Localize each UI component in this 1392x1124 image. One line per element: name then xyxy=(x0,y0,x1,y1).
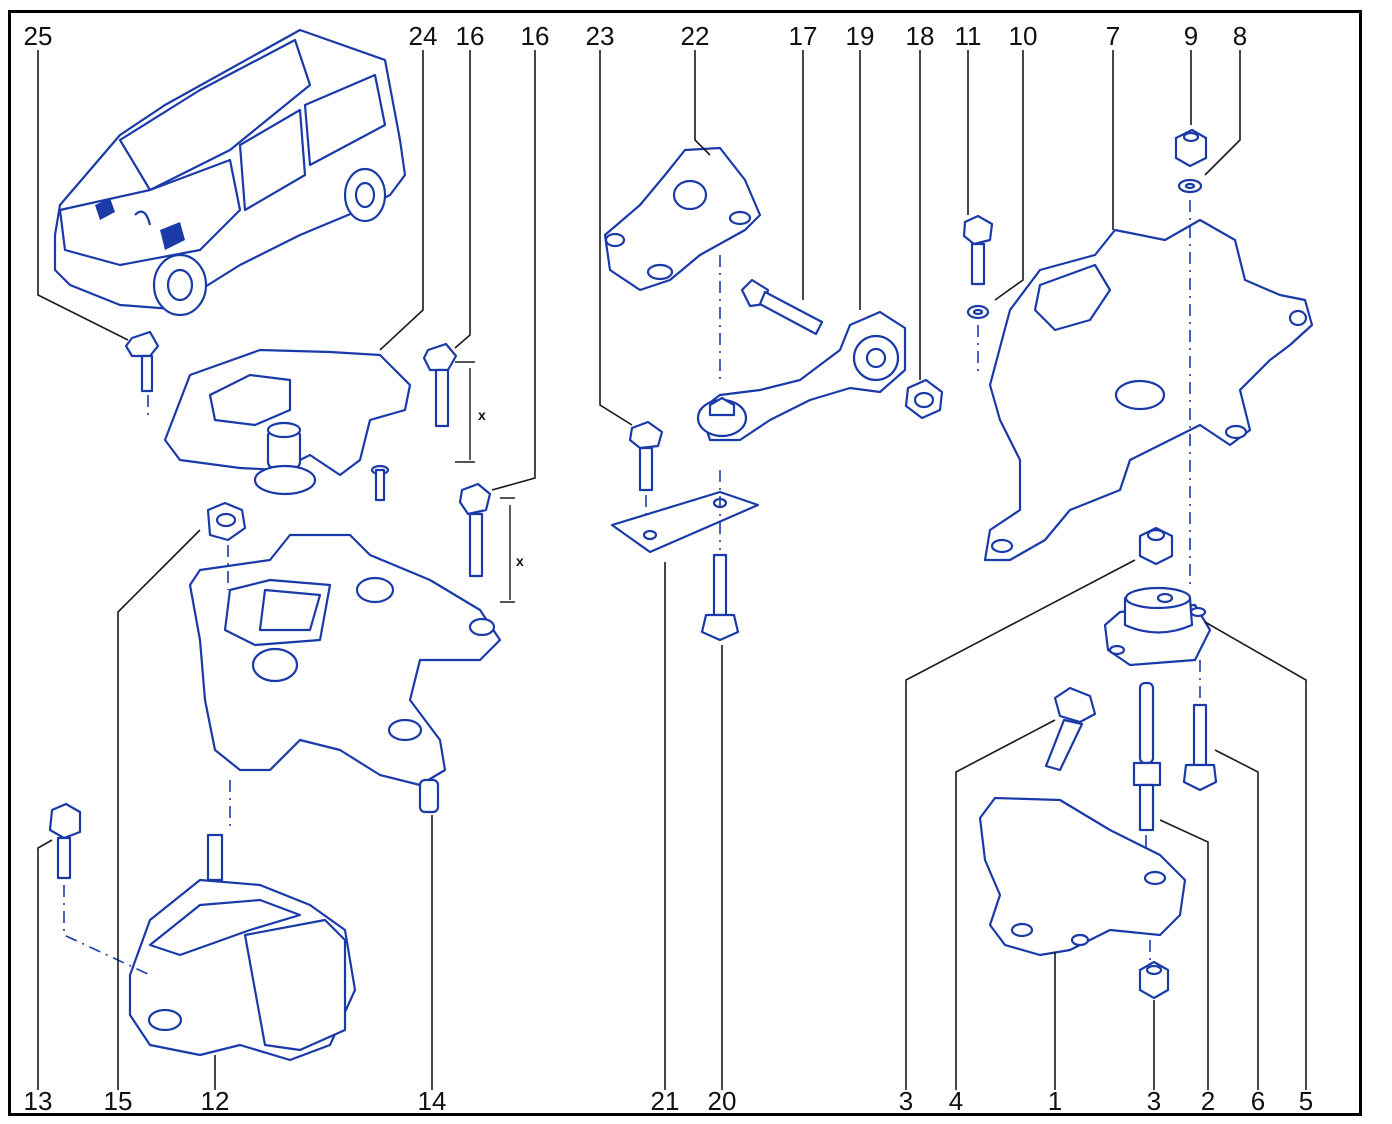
part-19-torque-rod xyxy=(696,310,907,442)
callout-13: 13 xyxy=(24,1086,53,1116)
callout-4: 4 xyxy=(949,1086,963,1116)
callout-24: 24 xyxy=(409,21,438,51)
callouts-bottom: 13 15 12 14 21 20 3 4 1 3 2 6 5 xyxy=(24,1086,1314,1116)
callout-16: 16 xyxy=(521,21,550,51)
dimension-x-lower: x xyxy=(516,553,524,569)
callout-19: 19 xyxy=(846,21,875,51)
callout-14: 14 xyxy=(418,1086,447,1116)
callout-23: 23 xyxy=(586,21,615,51)
part-14-engine-mount xyxy=(188,533,502,830)
part-5-rubber-pad xyxy=(1103,586,1212,667)
bolt-25 xyxy=(124,330,160,415)
callout-12: 12 xyxy=(201,1086,230,1116)
part-1-bracket xyxy=(978,796,1187,965)
bolt-13 xyxy=(48,802,151,976)
callout-18: 18 xyxy=(906,21,935,51)
part-22-bracket xyxy=(603,146,762,380)
callouts-top: 25 24 16 16 23 22 17 19 18 11 10 7 9 8 xyxy=(24,21,1248,51)
dimension-x-upper: x xyxy=(478,407,486,423)
callout-5: 5 xyxy=(1299,1086,1313,1116)
bolt-16-upper: x xyxy=(422,342,486,463)
callout-11: 11 xyxy=(955,21,982,51)
nut-18 xyxy=(904,378,944,420)
washer-10 xyxy=(966,304,990,375)
nut-9 xyxy=(1174,128,1208,168)
callout-6: 6 xyxy=(1251,1086,1265,1116)
part-12-rubber-mount xyxy=(128,833,357,1062)
part-24-engine-bracket xyxy=(163,348,412,502)
callout-3: 3 xyxy=(1147,1086,1161,1116)
callout-22: 22 xyxy=(681,21,710,51)
part-21-plate xyxy=(610,490,760,554)
callout-3: 3 xyxy=(899,1086,913,1116)
callout-15: 15 xyxy=(104,1086,133,1116)
callout-9: 9 xyxy=(1184,21,1198,51)
bolt-20 xyxy=(700,470,740,642)
callout-7: 7 xyxy=(1106,21,1120,51)
callout-21: 21 xyxy=(651,1086,680,1116)
bolt-11 xyxy=(962,214,994,286)
bolt-16-lower: x xyxy=(458,482,524,603)
bolt-23 xyxy=(628,420,664,530)
callout-20: 20 xyxy=(708,1086,737,1116)
callout-17: 17 xyxy=(789,21,818,51)
callout-16: 16 xyxy=(456,21,485,51)
bolt-4 xyxy=(1044,686,1097,811)
bolt-17 xyxy=(740,278,824,336)
nut-3-lower xyxy=(1138,960,1170,1000)
washer-8 xyxy=(1177,178,1203,194)
nut-15 xyxy=(206,501,247,590)
vehicle-illustration xyxy=(53,28,407,317)
part-7-bracket xyxy=(983,200,1314,590)
callout-10: 10 xyxy=(1009,21,1038,51)
diagram-frame xyxy=(8,10,1362,1116)
callout-25: 25 xyxy=(24,21,53,51)
stud-2 xyxy=(1132,681,1162,880)
callout-1: 1 xyxy=(1048,1086,1062,1116)
leader-lines xyxy=(37,50,1307,1090)
nut-3-upper xyxy=(1138,526,1174,566)
bolt-6 xyxy=(1182,660,1218,792)
callout-8: 8 xyxy=(1233,21,1247,51)
callout-2: 2 xyxy=(1201,1086,1215,1116)
